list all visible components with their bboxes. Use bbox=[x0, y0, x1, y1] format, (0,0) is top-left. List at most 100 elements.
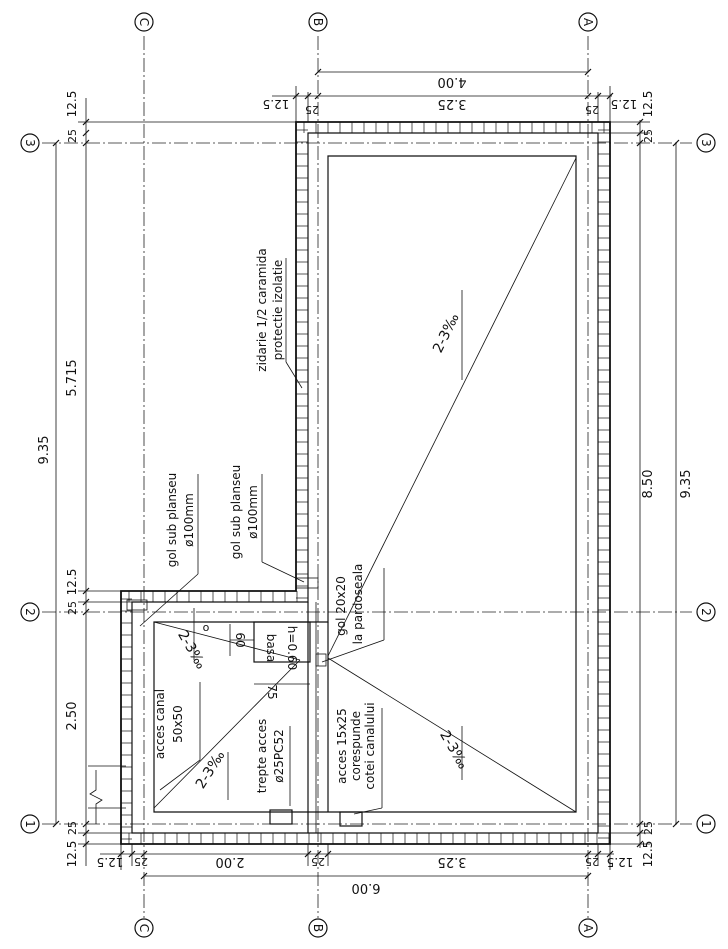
dimension-tick bbox=[606, 850, 614, 858]
dimension-tick bbox=[594, 92, 602, 100]
label-acces-15x25: acces 15x25 bbox=[335, 708, 349, 784]
dimension-tick bbox=[117, 850, 125, 858]
dim-top-e: 12.5 bbox=[611, 97, 638, 111]
label-la-pardoseala: la pardoseala bbox=[351, 564, 365, 645]
dim-top-d: 25 bbox=[585, 103, 599, 116]
dim-left-a: 12.5 bbox=[65, 91, 79, 118]
dim-right-total: 9.35 bbox=[679, 470, 694, 499]
slope-line-main bbox=[327, 157, 577, 657]
dimension-tick bbox=[82, 587, 90, 595]
dim-right-c: 25 bbox=[642, 821, 655, 835]
dimension-tick bbox=[672, 820, 680, 828]
dimension-tick bbox=[636, 840, 644, 848]
axis-label-2-right: 2 bbox=[699, 608, 713, 616]
label-cotei-canalului: cotei canalului bbox=[363, 702, 377, 789]
dimension-texts: 4.00 12.5 25 3.25 25 12.5 12.5 25 2.00 2… bbox=[37, 74, 694, 895]
opening-gol-100-b bbox=[126, 599, 148, 611]
dim-bottom-d: 25 bbox=[311, 855, 325, 868]
dimension-tick bbox=[324, 850, 332, 858]
dimension-tick bbox=[82, 598, 90, 606]
axis-label-1-left: 1 bbox=[23, 820, 37, 828]
dimension-tick bbox=[314, 68, 322, 76]
label-slope-main: 2-3‰ bbox=[430, 311, 463, 356]
dimension-tick bbox=[636, 139, 644, 147]
axis-label-b-top: B bbox=[311, 18, 325, 26]
dim-left-b: 25 bbox=[66, 129, 79, 143]
label-gol-sub-planseu-2a: gol sub planseu bbox=[229, 465, 243, 560]
label-gol-sub-planseu-1a: gol sub planseu bbox=[165, 473, 179, 568]
slope-lines bbox=[153, 157, 577, 813]
axis-bubbles: C B A C B A 3 2 1 3 2 1 bbox=[20, 12, 716, 938]
basin-label-1: basa bbox=[264, 634, 278, 663]
dimension-tick bbox=[304, 92, 312, 100]
dimension-tick bbox=[672, 139, 680, 147]
dimension-tick bbox=[584, 68, 592, 76]
dim-top-c: 3.25 bbox=[438, 96, 467, 111]
slope-line-bottom bbox=[327, 657, 577, 813]
dimension-tick bbox=[636, 129, 644, 137]
dim-top-total: 4.00 bbox=[438, 74, 467, 89]
label-acces-canal-2: 50x50 bbox=[171, 705, 185, 743]
access-canal-rect bbox=[339, 811, 363, 827]
opening-gol-20x20 bbox=[315, 653, 327, 667]
dimension-ticks bbox=[52, 68, 680, 880]
dimension-tick bbox=[82, 608, 90, 616]
slope-line-small-b bbox=[153, 659, 301, 809]
dimension-tick bbox=[304, 850, 312, 858]
dimension-tick bbox=[584, 850, 592, 858]
dim-right-a: 12.5 bbox=[641, 91, 655, 118]
dim-left-h: 12.5 bbox=[65, 841, 79, 868]
label-trepte-acces-2: ø25PC52 bbox=[272, 729, 286, 783]
axis-lines bbox=[42, 36, 692, 918]
dimension-tick bbox=[594, 850, 602, 858]
dimension-tick bbox=[82, 129, 90, 137]
dimension-tick bbox=[314, 92, 322, 100]
dim-bottom-c: 2.00 bbox=[216, 854, 245, 869]
label-zidarie-2: protectie izolatie bbox=[271, 260, 285, 361]
dim-left-d: 12.5 bbox=[65, 569, 79, 596]
dim-bottom-a: 12.5 bbox=[97, 855, 124, 869]
dim-right-inner: 8.50 bbox=[641, 470, 656, 499]
dimension-tick bbox=[292, 92, 300, 100]
dimension-tick bbox=[82, 820, 90, 828]
dimension-tick bbox=[82, 829, 90, 837]
dimension-tick bbox=[140, 872, 148, 880]
opening-gol-100-a bbox=[295, 577, 319, 589]
dimension-tick bbox=[606, 92, 614, 100]
axis-label-1-right: 1 bbox=[699, 820, 713, 828]
dimension-tick bbox=[82, 118, 90, 126]
dim-left-f: 2.50 bbox=[65, 702, 80, 731]
dim-bottom-f: 25 bbox=[585, 855, 599, 868]
dimension-tick bbox=[82, 840, 90, 848]
axis-label-3-right: 3 bbox=[699, 139, 713, 147]
label-circle-mark: o bbox=[203, 621, 210, 634]
basin-dim-75: 75 bbox=[265, 684, 279, 699]
label-slope-small-1: 2-3‰ bbox=[193, 748, 229, 792]
labels: zidarie 1/2 caramida protectie izolatie … bbox=[153, 248, 471, 793]
dim-top-b: 25 bbox=[305, 103, 319, 116]
label-gol-sub-planseu-2b: ø100mm bbox=[246, 485, 260, 539]
access-step-rect bbox=[269, 809, 293, 825]
dimension-tick bbox=[128, 850, 136, 858]
axis-label-a-bottom: A bbox=[581, 924, 595, 933]
axis-label-c-bottom: C bbox=[137, 924, 151, 932]
basin-dim-60: 60 bbox=[233, 632, 247, 647]
dim-left-total: 9.35 bbox=[37, 436, 52, 465]
slope-line-small-a bbox=[153, 621, 301, 661]
axis-label-3-left: 3 bbox=[23, 139, 37, 147]
dimension-tick bbox=[636, 829, 644, 837]
basin-rect bbox=[253, 621, 311, 663]
basin: 60 75 basa h=0.60 bbox=[229, 621, 311, 700]
dim-bottom-b: 25 bbox=[134, 855, 148, 868]
brick-hatching bbox=[121, 122, 610, 844]
axis-label-2-left: 2 bbox=[23, 608, 37, 616]
dimension-tick bbox=[82, 139, 90, 147]
dimension-tick bbox=[140, 850, 148, 858]
label-zidarie-1: zidarie 1/2 caramida bbox=[255, 248, 269, 371]
dim-right-b: 25 bbox=[642, 129, 655, 143]
dim-bottom-total: 6.00 bbox=[352, 880, 381, 895]
dim-bottom-g: 12.5 bbox=[607, 855, 634, 869]
label-slope-bottom: 2-3‰ bbox=[436, 728, 471, 772]
leaders bbox=[139, 258, 463, 815]
